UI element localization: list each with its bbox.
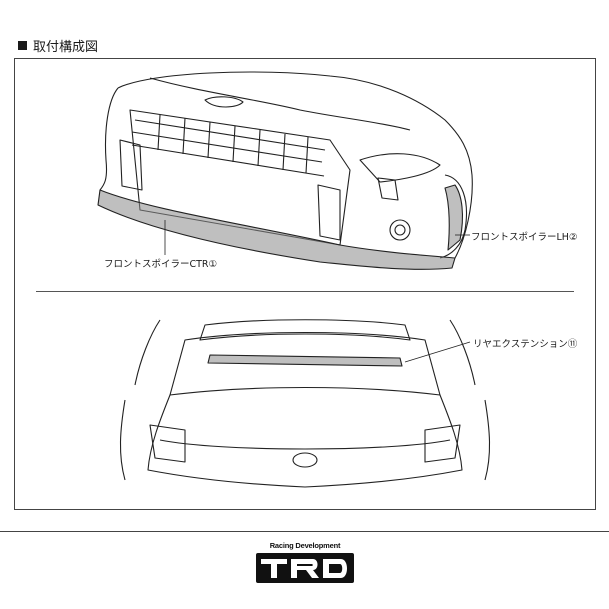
diagram-frame xyxy=(14,58,596,510)
section-heading: 取付構成図 xyxy=(18,36,98,55)
heading-title: 取付構成図 xyxy=(33,40,99,55)
callout-rear-extension: リヤエクステンション⑪ xyxy=(473,339,578,350)
heading-square-bullet xyxy=(18,41,27,50)
trd-wordmark-icon xyxy=(256,553,354,583)
trd-logo: Racing Development xyxy=(253,541,357,584)
logo-tagline: Racing Development xyxy=(269,541,341,550)
callout-front-spoiler-lh: フロントスポイラーLH② xyxy=(471,232,578,243)
section-divider xyxy=(36,291,574,292)
footer-rule xyxy=(0,531,609,532)
callout-front-spoiler-ctr: フロントスポイラーCTR① xyxy=(104,259,218,270)
